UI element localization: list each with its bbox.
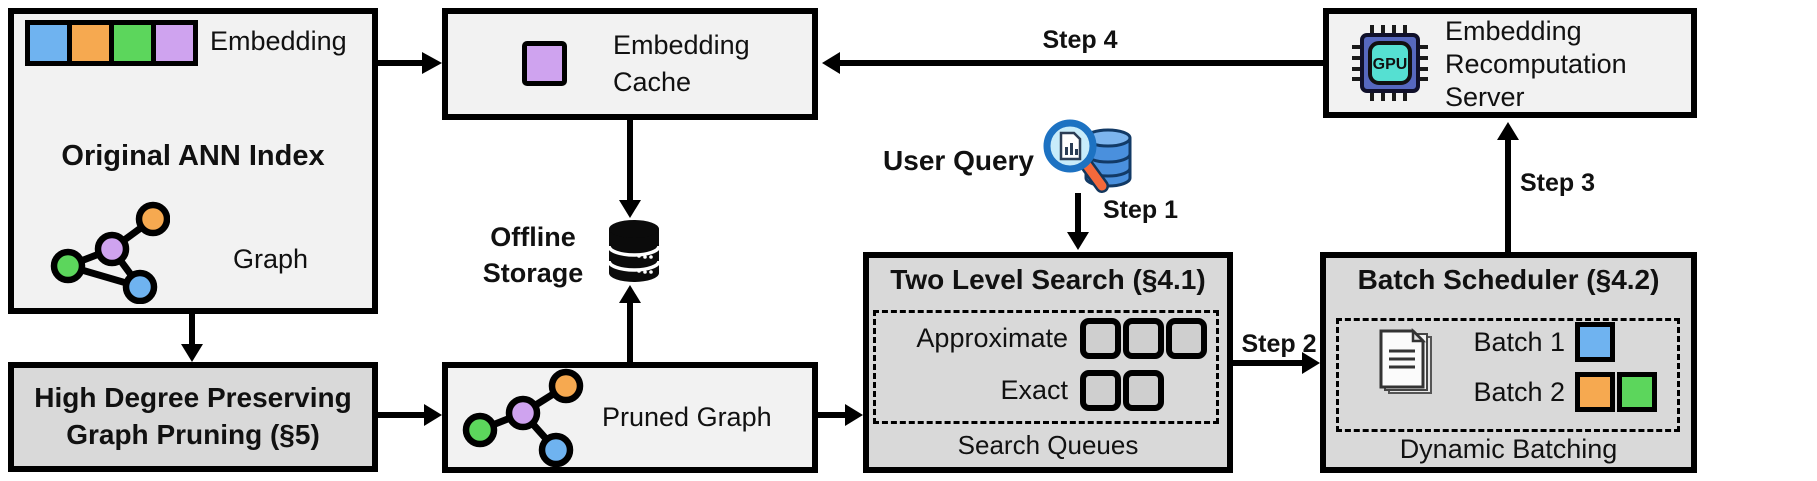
- search-queues-caption: Search Queues: [957, 430, 1139, 460]
- batch1-label: Batch 1: [1473, 326, 1565, 357]
- offline-storage-label: Offline Storage: [482, 222, 584, 288]
- graph-pruning-box: High Degree Preserving Graph Pruning (§5…: [8, 362, 378, 472]
- graph-label: Graph: [233, 244, 309, 274]
- pruned-graph-icon: [462, 368, 584, 467]
- batch-scheduler-title: Batch Scheduler (§4.2): [1357, 264, 1660, 295]
- batch2-item-orange: [1575, 372, 1615, 412]
- step3-label: Step 3: [1520, 169, 1596, 197]
- two-level-search-title: Two Level Search (§4.1): [890, 264, 1206, 295]
- user-query-icon: [1043, 119, 1132, 193]
- dynamic-batching-panel: Batch 1 Batch 2: [1336, 318, 1680, 432]
- batch1-row: Batch 1: [1443, 322, 1615, 362]
- search-queues-panel: Approximate Exact: [873, 310, 1219, 424]
- exact-queue-slots: [1080, 370, 1164, 411]
- queue-slot: [1080, 370, 1121, 411]
- recomputation-server-box: GPU Embedding Recomputation Server: [1323, 8, 1697, 118]
- embedding-cache-box: Embedding Cache: [442, 8, 818, 120]
- exact-label: Exact: [1000, 375, 1068, 405]
- arrowhead-cache-to-storage: [619, 200, 641, 218]
- embedding-cell-green: [109, 25, 151, 61]
- approximate-label: Approximate: [916, 323, 1068, 353]
- magnifier-icon: [1043, 119, 1109, 193]
- embedding-cell-blue: [30, 25, 67, 61]
- step2-label: Step 2: [1241, 330, 1317, 358]
- original-ann-index-box: Embedding Original ANN Index Graph: [8, 8, 378, 314]
- batch-scheduler-box: Batch Scheduler (§4.2) Batch 1 Batch 2: [1320, 252, 1697, 473]
- arrowhead-pruned-to-storage: [619, 285, 641, 303]
- embedding-cache-label: Embedding Cache: [613, 30, 750, 97]
- exact-queue-row: Exact: [876, 370, 1164, 411]
- user-query-label: User Query: [883, 145, 1034, 176]
- arrowhead-pruning-to-pruned: [424, 404, 442, 426]
- embedding-cell-orange: [67, 25, 109, 61]
- gpu-chip-label: GPU: [1373, 56, 1408, 73]
- arrowhead-step1: [1067, 232, 1089, 250]
- approximate-queue-row: Approximate: [876, 318, 1207, 359]
- documents-icon: [1379, 327, 1432, 394]
- ann-index-title: Original ANN Index: [61, 140, 325, 172]
- embedding-vector-icon: [25, 20, 198, 66]
- arrowhead-ann-to-pruning: [181, 344, 203, 362]
- original-graph-icon: [50, 201, 170, 304]
- arrowhead-step4: [822, 52, 840, 74]
- batch2-item-green: [1617, 372, 1657, 412]
- approximate-queue-slots: [1080, 318, 1207, 359]
- step1-label: Step 1: [1103, 196, 1179, 224]
- arrowhead-pruned-to-search: [845, 404, 863, 426]
- arrowhead-ann-to-cache: [422, 52, 442, 74]
- queue-slot: [1123, 370, 1164, 411]
- graph-pruning-label: High Degree Preserving Graph Pruning (§5…: [34, 382, 352, 450]
- embedding-label: Embedding: [210, 26, 347, 56]
- offline-storage-database-icon: [607, 220, 661, 282]
- arrowhead-step3: [1497, 122, 1519, 140]
- dynamic-batching-caption: Dynamic Batching: [1399, 434, 1618, 464]
- pruned-graph-box: Pruned Graph: [442, 362, 818, 473]
- batch2-row: Batch 2: [1443, 372, 1657, 412]
- batch2-label: Batch 2: [1473, 376, 1565, 407]
- queue-slot: [1080, 318, 1121, 359]
- embedding-cell-purple: [151, 25, 193, 61]
- two-level-search-box: Two Level Search (§4.1) Approximate Exac…: [863, 252, 1233, 473]
- gpu-chip-icon: GPU: [1352, 25, 1428, 101]
- pruned-graph-label: Pruned Graph: [602, 402, 772, 432]
- cached-embedding-icon: [522, 41, 567, 86]
- document-glyph: [1059, 131, 1082, 161]
- recomputation-server-label: Embedding Recomputation Server: [1445, 16, 1627, 112]
- batch1-item-blue: [1575, 322, 1615, 362]
- queue-slot: [1123, 318, 1164, 359]
- step4-label: Step 4: [1042, 26, 1118, 54]
- queue-slot: [1166, 318, 1207, 359]
